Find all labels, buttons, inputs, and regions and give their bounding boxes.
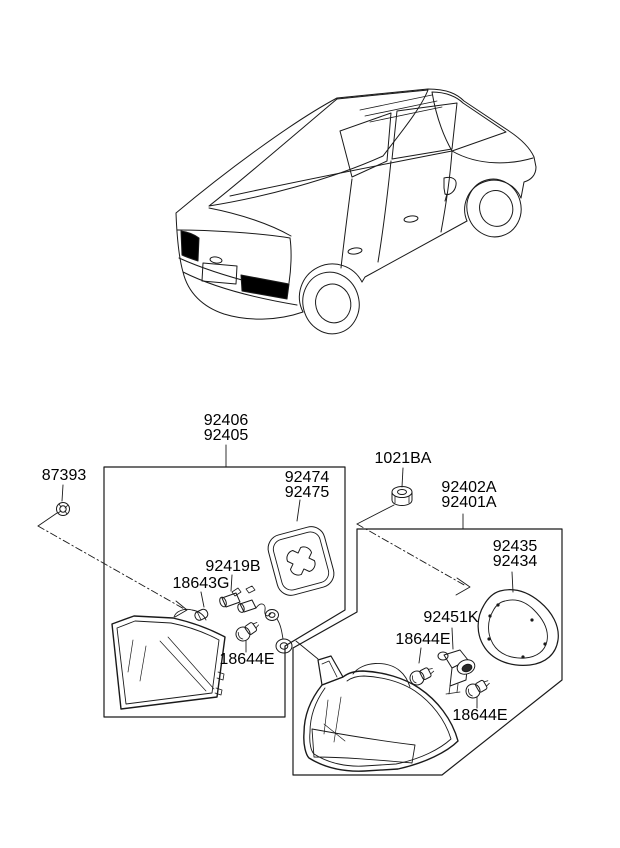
bulb-18644e-outer-lower-drawing [462,675,493,702]
part-number: 92405 [203,426,249,444]
rear-glass-antenna-lines [359,94,443,123]
part-label-92474-92475: 92474 92475 [284,469,330,501]
bumper-crease-line [182,271,298,306]
tail-lamp-right-dark [240,274,290,300]
door-lines [340,150,453,269]
part-number: 92451K [423,609,479,626]
trunk-gap-line [288,237,292,284]
part-label-1021BA: 1021BA [374,450,432,467]
holder-92451k-drawing [437,649,476,695]
part-number: 18644E [219,651,275,668]
bulb-18644e-inner-drawing [232,617,263,645]
part-label-92451K: 92451K [423,609,479,626]
part-number: 92406 [203,412,249,429]
chevron-icon [455,577,471,596]
rear-windshield [208,89,429,207]
chevron-icon [174,600,188,618]
dash-leader-1021ba [356,504,471,596]
pad-inner-clover-gasket-drawing [267,526,335,596]
rear-door-glass [339,112,392,178]
front-wheel-icon [466,178,522,238]
harness-92419b-drawing [219,585,293,654]
outer-lamp-drawing [295,640,459,772]
part-label-92402A-92401A: 92402A 92401A [441,479,497,511]
outer-lamp-box-outline [292,528,563,776]
nut-87393-icon [56,502,70,516]
car-front-outline [336,88,537,199]
part-number: 18644E [452,707,508,724]
part-number: 1021BA [374,450,432,467]
part-label-18644E-outer-lower: 18644E [452,707,508,724]
part-number: 18643G [172,575,230,592]
part-number: 92434 [492,552,538,570]
windshield [431,91,507,152]
dash-leader-87393 [37,512,188,618]
trunk-deck-line [208,207,292,237]
part-number: 92402A [441,479,497,496]
nut-1021ba-icon [391,486,413,506]
inner-lamp-drawing [111,608,226,710]
part-number: 92401A [441,493,497,511]
part-number: 18644E [395,631,451,648]
rear-wheel-icon [302,271,360,335]
brand-badge [209,256,223,264]
deck-edge-line [176,229,291,239]
part-label-87393: 87393 [41,467,87,484]
part-label-92419B: 92419B [205,558,261,575]
hood-line [451,150,534,164]
leader-lines [61,444,514,709]
part-number: 87393 [41,467,87,484]
part-number: 92475 [284,483,330,501]
front-wheel-arch [464,179,522,222]
part-label-92435-92434: 92435 92434 [492,538,538,570]
belt-line [229,150,453,197]
inner-lamp-box-outline [103,466,346,718]
part-label-18644E-outer-upper: 18644E [395,631,451,648]
front-door-glass [391,102,458,160]
part-label-92406-92405: 92406 92405 [203,412,249,444]
part-label-18643G: 18643G [172,575,230,592]
part-number: 92435 [492,538,538,555]
part-label-18644E-inner: 18644E [219,651,275,668]
car-illustration [175,88,537,335]
side-mirror-icon [443,176,457,202]
bulb-18643g-drawing [194,608,209,621]
rear-wheel-arch [298,263,363,313]
part-number: 92419B [205,558,261,575]
license-plate-recess [201,262,238,285]
tail-lamp-left-dark [180,230,200,262]
part-number: 92474 [284,469,330,486]
pad-outer-triangle-gasket-drawing [477,589,559,666]
rear-door-handle [347,247,363,255]
car-body-outline [175,97,338,320]
car-rocker-line [361,220,468,283]
front-door-handle [403,215,419,223]
